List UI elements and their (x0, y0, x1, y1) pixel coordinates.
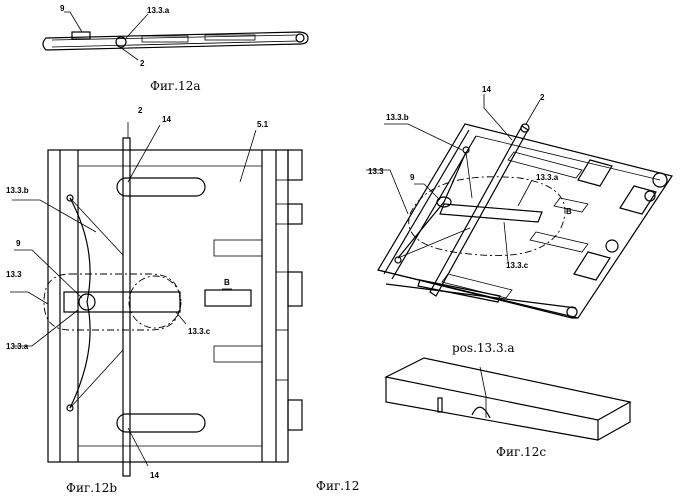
fig12a-caption: Фиг.12а (150, 79, 200, 93)
fig12b-caption: Фиг.12b (66, 481, 117, 495)
persp-label-13-3: 13.3 (368, 167, 384, 176)
fig12b-label-13-3-a: 13.3.a (6, 342, 29, 351)
fig12b-label-B: B (224, 278, 230, 287)
persp-label-B: B (566, 207, 572, 216)
fig12b-label-14-top: 14 (162, 115, 171, 124)
persp-label-13-3-b: 13.3.b (386, 113, 409, 122)
fig12b-label-13-3-b: 13.3.b (6, 186, 29, 195)
fig12b-label-2: 2 (138, 106, 143, 115)
fig-12a-drawing (43, 12, 308, 60)
fig-12c-drawing (386, 358, 630, 440)
fig12b-label-13-3: 13.3 (6, 270, 22, 279)
fig12b-label-14-bottom: 14 (150, 471, 159, 480)
fig12b-label-9: 9 (16, 239, 21, 248)
fig12a-label-13-3-a: 13.3.a (147, 6, 170, 15)
persp-label-13-3-a: 13.3.a (536, 173, 559, 182)
fig12-main-caption: Фиг.12 (316, 479, 359, 493)
pos-13-3-a-label: pos.13.3.a (452, 341, 515, 355)
fig12a-label-2: 2 (140, 59, 145, 68)
fig12b-label-13-3-c: 13.3.c (188, 327, 211, 336)
persp-label-14: 14 (482, 85, 491, 94)
fig-12b-drawing (10, 122, 302, 476)
persp-label-13-3-c: 13.3.c (506, 261, 529, 270)
fig12c-caption: Фиг.12с (496, 445, 546, 459)
fig12a-label-9: 9 (60, 4, 65, 13)
fig-12-perspective-drawing (366, 94, 672, 318)
persp-label-2: 2 (540, 93, 545, 102)
fig12b-label-5-1: 5.1 (257, 120, 269, 129)
persp-label-9: 9 (410, 173, 415, 182)
